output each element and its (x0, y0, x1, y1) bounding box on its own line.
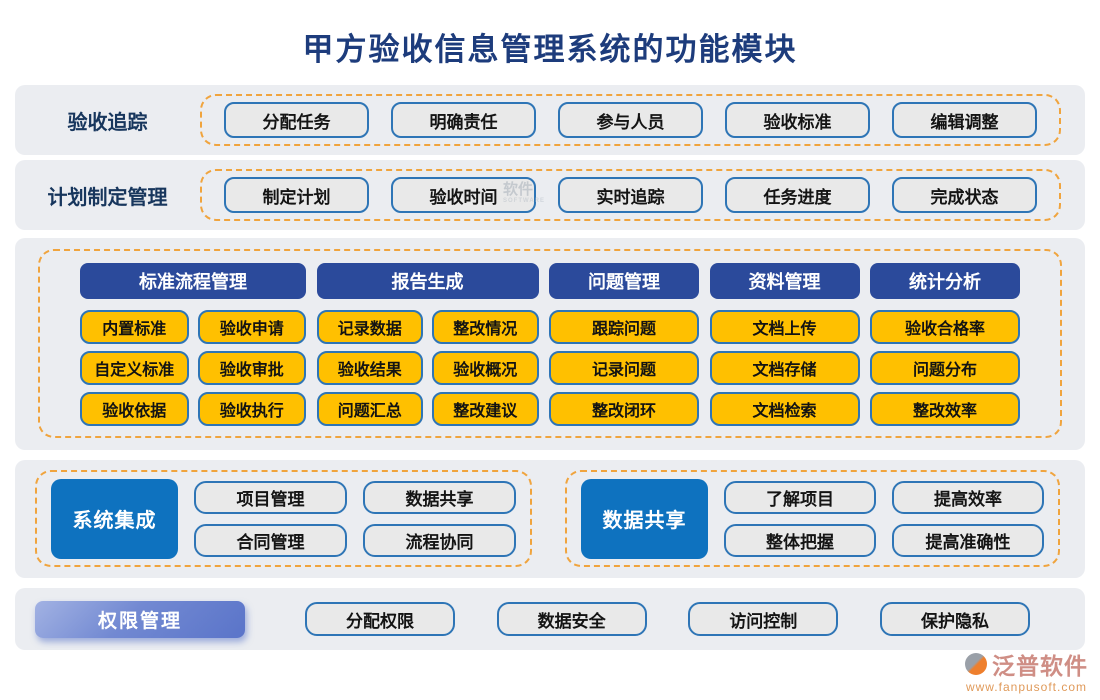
permission-pill: 权限管理 (35, 601, 245, 638)
module-button[interactable]: 合同管理 (194, 523, 347, 557)
section-module-matrix: 标准流程管理 内置标准 验收申请 自定义标准 验收审批 验收依据 验收执行 报告… (15, 238, 1085, 450)
module-button[interactable]: 跟踪问题 (549, 310, 699, 344)
module-button[interactable]: 制定计划 (224, 177, 369, 213)
section-label-acceptance-tracking: 验收追踪 (67, 111, 148, 134)
module-button[interactable]: 验收时间 (391, 177, 536, 213)
module-button[interactable]: 数据安全 (496, 602, 647, 636)
feature-label-data-sharing: 数据共享 (581, 478, 708, 559)
column-standard-process: 标准流程管理 内置标准 验收申请 自定义标准 验收审批 验收依据 验收执行 (80, 263, 306, 426)
module-button[interactable]: 整改建议 (432, 392, 539, 426)
column-header: 资料管理 (709, 263, 860, 299)
brand-watermark: 泛普软件 www.fanpusoft.com (965, 647, 1088, 694)
module-button[interactable]: 整体把握 (724, 523, 876, 557)
module-button[interactable]: 验收执行 (197, 392, 306, 426)
module-button[interactable]: 问题汇总 (316, 392, 423, 426)
module-button[interactable]: 数据共享 (363, 480, 516, 514)
module-button[interactable]: 验收概况 (432, 351, 539, 385)
module-button[interactable]: 验收合格率 (870, 310, 1020, 344)
module-button[interactable]: 文档上传 (709, 310, 860, 344)
column-statistics-analysis: 统计分析 验收合格率 问题分布 整改效率 (870, 263, 1020, 426)
column-header: 问题管理 (549, 263, 699, 299)
plan-management-group: 制定计划 验收时间 实时追踪 任务进度 完成状态 (200, 169, 1061, 221)
module-button[interactable]: 提高效率 (892, 480, 1044, 514)
module-button[interactable]: 整改情况 (432, 310, 539, 344)
section-permission-management: 权限管理 分配权限 数据安全 访问控制 保护隐私 (15, 588, 1085, 650)
module-button[interactable]: 任务进度 (725, 177, 870, 213)
column-issue-management: 问题管理 跟踪问题 记录问题 整改闭环 (549, 263, 699, 426)
module-button[interactable]: 实时追踪 (558, 177, 703, 213)
module-button[interactable]: 验收标准 (725, 102, 870, 138)
brand-logo-icon (965, 653, 987, 675)
module-button[interactable]: 参与人员 (558, 102, 703, 138)
section-acceptance-tracking: 验收追踪 分配任务 明确责任 参与人员 验收标准 编辑调整 (15, 85, 1085, 155)
module-button[interactable]: 验收审批 (197, 351, 306, 385)
module-button[interactable]: 了解项目 (724, 480, 876, 514)
column-header: 统计分析 (870, 263, 1020, 299)
data-sharing-group: 数据共享 了解项目 提高效率 整体把握 提高准确性 (565, 470, 1060, 567)
module-button[interactable]: 流程协同 (363, 523, 516, 557)
module-button[interactable]: 保护隐私 (879, 602, 1030, 636)
module-button[interactable]: 记录问题 (549, 351, 699, 385)
column-header: 标准流程管理 (80, 263, 306, 299)
module-button[interactable]: 验收结果 (316, 351, 423, 385)
module-button[interactable]: 明确责任 (391, 102, 536, 138)
system-integration-group: 系统集成 项目管理 数据共享 合同管理 流程协同 (35, 470, 532, 567)
page-title: 甲方验收信息管理系统的功能模块 (302, 32, 798, 67)
module-button[interactable]: 分配任务 (224, 102, 369, 138)
module-button[interactable]: 整改效率 (870, 392, 1020, 426)
module-button[interactable]: 整改闭环 (549, 392, 699, 426)
brand-name: 泛普软件 (992, 654, 1088, 679)
column-header: 报告生成 (316, 263, 539, 299)
permission-buttons: 分配权限 数据安全 访问控制 保护隐私 (305, 602, 1030, 636)
module-button[interactable]: 内置标准 (80, 310, 189, 344)
column-report-generation: 报告生成 记录数据 整改情况 验收结果 验收概况 问题汇总 整改建议 (316, 263, 539, 426)
brand-url: www.fanpusoft.com (965, 680, 1088, 694)
module-button[interactable]: 记录数据 (316, 310, 423, 344)
module-button[interactable]: 编辑调整 (892, 102, 1037, 138)
section-feature-groups: 系统集成 项目管理 数据共享 合同管理 流程协同 数据共享 了解项目 提高效率 … (15, 460, 1085, 578)
module-button[interactable]: 验收申请 (197, 310, 306, 344)
module-button[interactable]: 自定义标准 (80, 351, 189, 385)
section-plan-management: 计划制定管理 制定计划 验收时间 实时追踪 任务进度 完成状态 (15, 160, 1085, 230)
module-button[interactable]: 访问控制 (688, 602, 839, 636)
module-button[interactable]: 文档检索 (709, 392, 860, 426)
module-button[interactable]: 问题分布 (870, 351, 1020, 385)
section-label-plan-management: 计划制定管理 (47, 186, 168, 209)
module-button[interactable]: 文档存储 (709, 351, 860, 385)
module-button[interactable]: 验收依据 (80, 392, 189, 426)
module-button[interactable]: 完成状态 (892, 177, 1037, 213)
module-button[interactable]: 分配权限 (305, 602, 455, 636)
acceptance-tracking-group: 分配任务 明确责任 参与人员 验收标准 编辑调整 (200, 94, 1061, 146)
module-button[interactable]: 项目管理 (194, 480, 347, 514)
feature-label-system-integration: 系统集成 (51, 478, 178, 559)
module-button[interactable]: 提高准确性 (892, 523, 1044, 557)
column-document-management: 资料管理 文档上传 文档存储 文档检索 (709, 263, 860, 426)
module-matrix-group: 标准流程管理 内置标准 验收申请 自定义标准 验收审批 验收依据 验收执行 报告… (38, 249, 1062, 438)
